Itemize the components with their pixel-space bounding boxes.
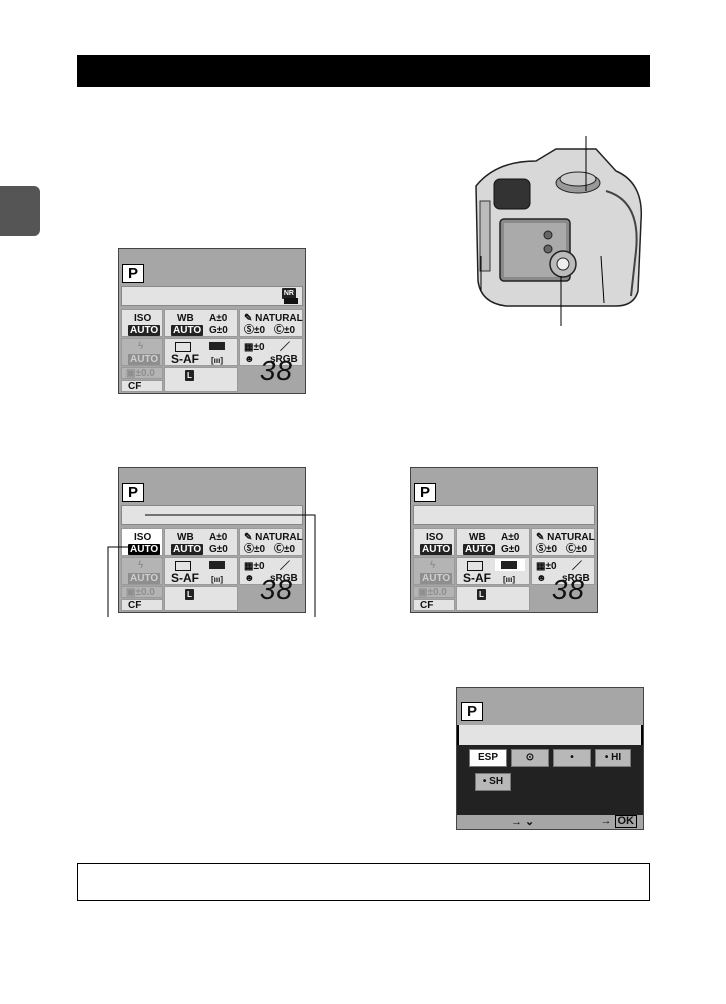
- metering-option-spot-sh[interactable]: • SH: [475, 773, 511, 791]
- metering-footer: → ⌄ → OK: [457, 815, 643, 829]
- ok-button-icon: OK: [614, 815, 637, 828]
- metering-selection-screen: P ESP ⊙ • • HI • SH → ⌄ → OK: [456, 687, 644, 830]
- metering-icon: [209, 561, 225, 569]
- shooting-mode: P: [122, 483, 144, 502]
- drive-icon: [467, 561, 483, 571]
- callout-lines: [107, 514, 316, 617]
- iso-cell[interactable]: ISO AUTO: [121, 528, 163, 556]
- card-cell: CF: [413, 599, 455, 611]
- picture-mode-cell: ✎ NATURAL Ⓢ±0 Ⓒ±0: [239, 528, 303, 556]
- metering-options-panel: ESP ⊙ • • HI • SH: [457, 745, 643, 815]
- flash-cell: ϟ AUTO: [121, 557, 163, 585]
- camera-illustration: [475, 136, 643, 326]
- card-cell: CF: [121, 599, 163, 611]
- af-cell: S-AF [ııı]: [456, 557, 530, 585]
- picture-mode-cell: ✎ NATURAL Ⓢ±0 Ⓒ±0: [239, 309, 303, 337]
- af-cell: S-AF [ııı]: [164, 338, 238, 366]
- shooting-mode: P: [414, 483, 436, 502]
- flash-cell: ϟ AUTO: [413, 557, 455, 585]
- battery-icon: [284, 298, 298, 304]
- noise-reduction-badge: NR: [281, 288, 296, 299]
- flash-cell: ϟ AUTO: [121, 338, 163, 366]
- info-bar: [413, 505, 595, 525]
- control-panel-screen-iso-selected: P ISO AUTO WB AUTO A±0 G±0 ✎ NATURAL Ⓢ±0…: [118, 467, 306, 613]
- metering-option-center-weighted[interactable]: ⊙: [511, 749, 549, 767]
- color-cell: ▦±0 ／ ☻ sRGB: [239, 338, 303, 366]
- af-cell: S-AF [ııı]: [164, 557, 238, 585]
- shots-remaining: 38: [259, 355, 293, 386]
- info-bar: [459, 725, 641, 745]
- metering-icon: [501, 561, 517, 569]
- metering-option-esp[interactable]: ESP: [469, 749, 507, 767]
- record-mode-cell: L: [164, 586, 238, 611]
- shots-remaining: 38: [259, 574, 293, 605]
- record-mode-cell: L: [164, 367, 238, 392]
- iso-cell: ISO AUTO: [413, 528, 455, 556]
- info-bar: NR: [121, 286, 303, 306]
- drive-icon: [175, 342, 191, 352]
- flash-comp-cell: ▣±0.0: [413, 586, 455, 598]
- metering-icon: [209, 342, 225, 350]
- control-panel-screen-metering-selected: P ISO AUTO WB AUTO A±0 G±0 ✎ NATURAL Ⓢ±0…: [410, 467, 598, 613]
- shots-remaining: 38: [551, 574, 585, 605]
- shooting-mode: P: [461, 702, 483, 721]
- iso-cell: ISO AUTO: [121, 309, 163, 337]
- picture-mode-cell: ✎ NATURAL Ⓢ±0 Ⓒ±0: [531, 528, 595, 556]
- metering-option-spot-hi[interactable]: • HI: [595, 749, 631, 767]
- control-panel-screen: P NR ISO AUTO WB AUTO A±0 G±0 ✎ NATURAL …: [118, 248, 306, 394]
- color-cell: ▦±0 ／ ☻ sRGB: [239, 557, 303, 585]
- record-mode-cell: L: [456, 586, 530, 611]
- note-box: [77, 863, 650, 901]
- metering-option-spot[interactable]: •: [553, 749, 591, 767]
- wb-cell: WB AUTO A±0 G±0: [164, 528, 238, 556]
- wb-cell: WB AUTO A±0 G±0: [456, 528, 530, 556]
- section-header-bar: [77, 55, 650, 87]
- chapter-tab: [0, 186, 40, 236]
- flash-comp-cell: ▣±0.0: [121, 586, 163, 598]
- card-cell: CF: [121, 380, 163, 392]
- flash-comp-cell: ▣±0.0: [121, 367, 163, 379]
- shooting-mode: P: [122, 264, 144, 283]
- color-cell: ▦±0 ／ ☻ sRGB: [531, 557, 595, 585]
- wb-cell: WB AUTO A±0 G±0: [164, 309, 238, 337]
- drive-icon: [175, 561, 191, 571]
